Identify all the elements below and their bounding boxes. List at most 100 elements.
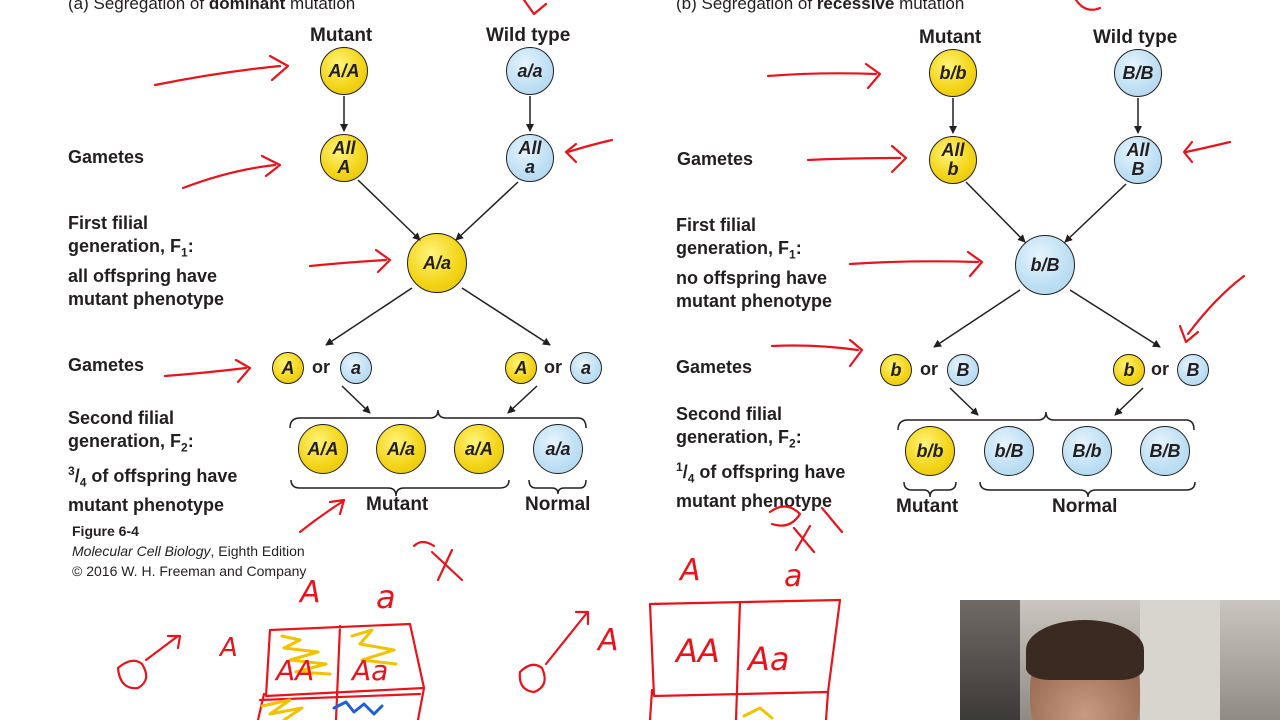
hw-right-top-A: A bbox=[678, 553, 701, 588]
panel-b-f1-line3-bold: no bbox=[676, 267, 698, 288]
panel-b-parent-mutant: b/b bbox=[929, 49, 977, 97]
panel-b-title-bold: recessive bbox=[816, 0, 895, 13]
panel-a-f2-label: Second filial generation, F2: 3/4 of off… bbox=[68, 407, 237, 517]
panel-a-f1-sub: 1 bbox=[181, 245, 188, 260]
red-arrow-b-title bbox=[1074, 0, 1102, 11]
panel-b-arrow-g2-right bbox=[1114, 387, 1144, 416]
panel-a-title-bold: dominant bbox=[208, 0, 286, 13]
panel-a-f2-line1: Second filial bbox=[68, 408, 175, 428]
panel-a-g2-left-2: a bbox=[340, 352, 372, 384]
red-arrow-a-gametes2 bbox=[163, 358, 252, 384]
panel-a-f2-genotype-4: a/a bbox=[533, 424, 583, 474]
hw-left-side-A: A bbox=[218, 633, 238, 663]
red-arrow-a-gamete-wt bbox=[564, 138, 614, 164]
panel-a-f1-line4: mutant phenotype bbox=[68, 288, 224, 309]
panel-b-arrow-gamete-mutant bbox=[965, 181, 1026, 243]
panel-b-f2-line2: generation, F2: bbox=[676, 426, 845, 456]
red-arrow-b-gametes bbox=[806, 144, 908, 174]
panel-b-f2-line4: mutant phenotype bbox=[676, 491, 832, 512]
panel-b-f2-genotype-4: B/B bbox=[1140, 426, 1190, 476]
panel-a-wildtype-header: Wild type bbox=[486, 25, 571, 46]
panel-b-title: (b) Segregation of recessive mutation bbox=[676, 0, 964, 14]
panel-a-f2-line2-end: : bbox=[187, 431, 194, 451]
panel-a-arrow-g2-left bbox=[341, 385, 371, 414]
panel-a-f2-line3-rest: of offspring have bbox=[86, 465, 238, 486]
panel-a-gamete-mutant-line1: All bbox=[332, 138, 356, 158]
panel-a-g2-right-2: a bbox=[570, 352, 602, 384]
panel-b-gametes2-label: Gametes bbox=[676, 357, 753, 377]
panel-b-title-suffix: mutation bbox=[894, 0, 965, 13]
panel-a-gametes2-label: Gametes bbox=[68, 355, 145, 375]
panel-a-arrow-gamete-wildtype bbox=[455, 181, 519, 241]
panel-a-g2-right-1: A bbox=[505, 352, 537, 384]
figure-book-edition: , Eighth Edition bbox=[210, 543, 305, 559]
panel-b-mutant-brace bbox=[903, 481, 957, 498]
panel-a-or-right: or bbox=[544, 357, 562, 377]
hw-left-cell-1: AA bbox=[274, 654, 314, 687]
yellow-scribble-left-cell bbox=[280, 634, 332, 676]
panel-b-f1-genotype: b/B bbox=[1015, 235, 1075, 295]
panel-b-gamete-wildtype-line1: All bbox=[1126, 140, 1150, 160]
panel-b-f1-label: First filial generation, F1: no offsprin… bbox=[676, 214, 832, 313]
panel-b-gametes-label: Gametes bbox=[677, 149, 754, 169]
panel-b-g2-right-1: b bbox=[1113, 354, 1145, 386]
hw-left-top-A: A bbox=[298, 575, 321, 610]
red-arrow-b-mutant bbox=[766, 62, 882, 90]
panel-b-f1-line3: no offspring have bbox=[676, 267, 832, 290]
panel-b-gamete-mutant-line2: b bbox=[947, 159, 959, 179]
panel-a-f1-line3-rest: offspring have bbox=[88, 265, 218, 286]
panel-a-f2-frac-num: 3 bbox=[68, 463, 75, 478]
scribble-annotations bbox=[260, 628, 774, 720]
panel-a-gamete-wildtype-line1: All bbox=[518, 138, 542, 158]
panel-a-f2-line2-text: generation, F bbox=[68, 431, 182, 451]
panel-a-g2-left-1: A bbox=[272, 352, 304, 384]
blue-scribble-bottom bbox=[332, 700, 384, 716]
panel-b-f1-line2: generation, F1: bbox=[676, 237, 832, 267]
red-male-symbol-left bbox=[116, 634, 182, 690]
panel-a-f1-line2-end: : bbox=[187, 236, 194, 256]
panel-b-normal-label: Normal bbox=[1052, 496, 1118, 517]
panel-a-arrow-f1-right bbox=[461, 287, 551, 346]
panel-b-gamete-mutant-line1: All bbox=[941, 140, 965, 160]
panel-b-arrow-gamete-wildtype bbox=[1064, 183, 1127, 243]
panel-b-f1-line1: First filial bbox=[676, 215, 757, 235]
panel-b-f1-sub: 1 bbox=[789, 247, 796, 262]
panel-b-arrow-g2-left bbox=[949, 387, 979, 416]
red-cross-right bbox=[768, 505, 816, 554]
panel-b-f2-frac-num: 1 bbox=[676, 459, 683, 474]
figure-book-title: Molecular Cell Biology bbox=[72, 543, 211, 559]
figure-number-text: Figure 6-4 bbox=[72, 523, 139, 539]
panel-b-arrows bbox=[897, 98, 1196, 498]
panel-b-f2-line1: Second filial bbox=[676, 404, 783, 424]
panel-b-f2-genotype-1: b/b bbox=[905, 426, 955, 476]
red-arrow-b-f1 bbox=[848, 250, 984, 278]
panel-a-parent-wildtype: a/a bbox=[506, 47, 554, 95]
panel-a-top-brace bbox=[289, 409, 587, 429]
panel-a-f2-frac-den: 4 bbox=[79, 475, 87, 490]
panel-b-g2-right-2: B bbox=[1177, 354, 1209, 386]
yellow-scribble-right-cell bbox=[350, 628, 398, 666]
panel-a-f1-genotype: A/a bbox=[407, 233, 467, 293]
red-arrow-a-gametes bbox=[181, 154, 282, 190]
panel-a-arrow-f1-left bbox=[325, 287, 413, 346]
red-arrow-a-f1 bbox=[308, 248, 392, 274]
red-arrow-b-f2 bbox=[820, 506, 844, 534]
panel-a-f1-line3-bold: all bbox=[68, 265, 89, 286]
panel-b-f2-frac-den: 4 bbox=[687, 471, 695, 486]
panel-a-f1-line2: generation, F1: bbox=[68, 235, 224, 265]
panel-b-title-prefix: (b) Segregation of bbox=[676, 0, 817, 13]
panel-a-title-prefix: (a) Segregation of bbox=[68, 0, 209, 13]
panel-b-f2-line2-text: generation, F bbox=[676, 427, 790, 447]
panel-a-f2-genotype-3: a/A bbox=[454, 424, 504, 474]
panel-b-f1-line2-text: generation, F bbox=[676, 238, 790, 258]
panel-b-normal-brace bbox=[979, 481, 1196, 498]
yellow-scribble-right-bottom bbox=[742, 706, 774, 720]
panel-a-f2-line2: generation, F2: bbox=[68, 430, 237, 460]
handwritten-letters: A a A AA Aa A a A AA Aa bbox=[218, 553, 802, 687]
panel-b-f2-sub: 2 bbox=[789, 436, 796, 451]
red-annotations bbox=[116, 0, 1246, 720]
panel-b-wildtype-header: Wild type bbox=[1093, 27, 1178, 48]
red-arrow-b-wt-gamete2 bbox=[1178, 274, 1246, 344]
panel-b-or-right: or bbox=[1151, 359, 1169, 379]
panel-a-title: (a) Segregation of dominant mutation bbox=[68, 0, 355, 14]
